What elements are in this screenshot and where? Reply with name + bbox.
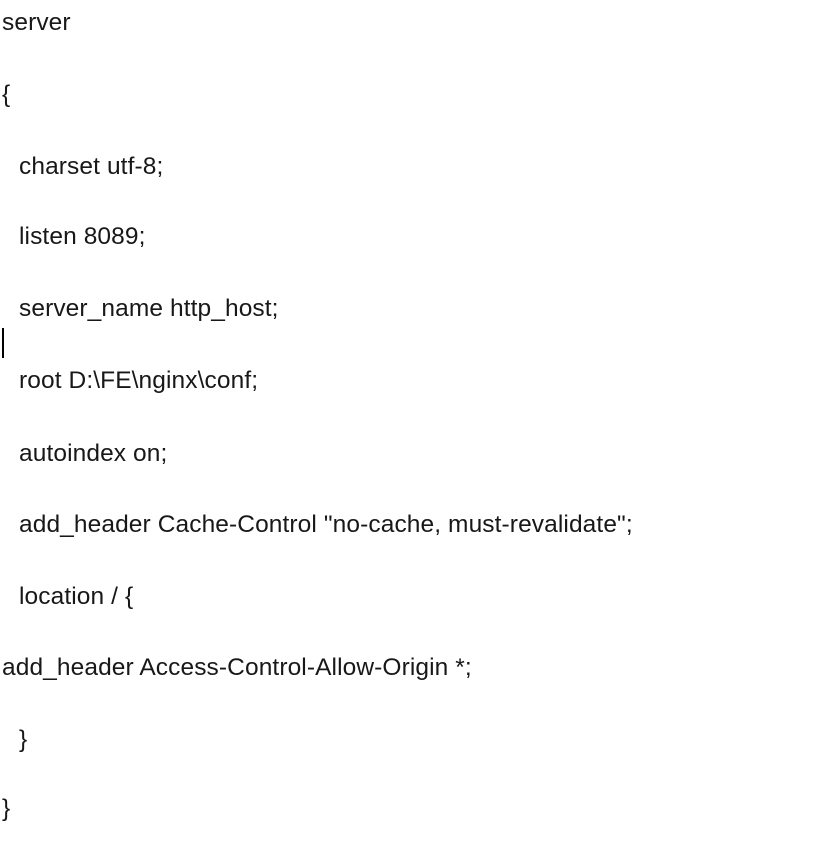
- code-line: autoindex on;: [19, 440, 168, 467]
- text-cursor-caret: [2, 328, 4, 358]
- code-line: {: [2, 81, 11, 108]
- code-line: root D:\FE\nginx\conf;: [19, 367, 259, 394]
- code-line: add_header Cache-Control "no-cache, must…: [19, 511, 633, 538]
- code-line: }: [19, 726, 28, 753]
- code-line: server: [2, 9, 71, 36]
- code-line: }: [2, 795, 11, 822]
- code-line: location / {: [19, 583, 134, 610]
- code-line: listen 8089;: [19, 223, 146, 250]
- code-line: server_name http_host;: [19, 295, 279, 322]
- code-line: add_header Access-Control-Allow-Origin *…: [2, 654, 472, 681]
- code-line: charset utf-8;: [19, 153, 164, 180]
